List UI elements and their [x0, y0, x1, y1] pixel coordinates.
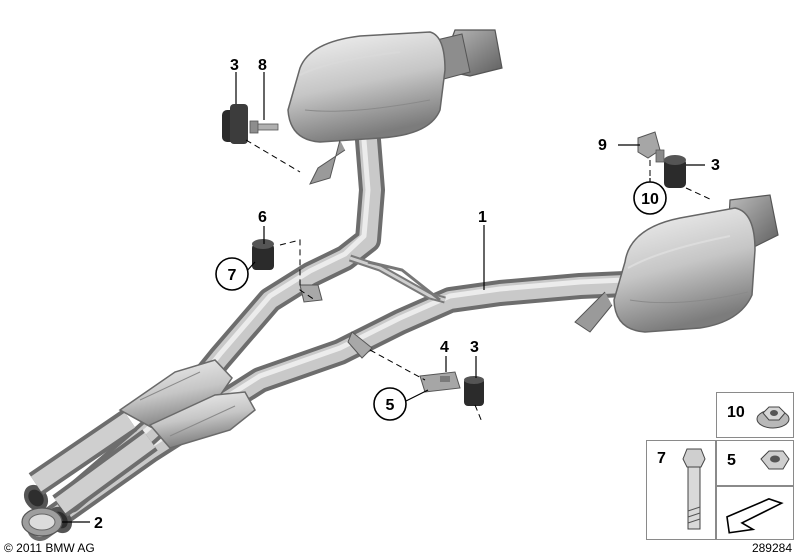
label-4: 4 [440, 339, 449, 356]
label-10-circled: 10 [633, 181, 667, 215]
label-7: 7 [228, 267, 237, 284]
label-3-lower: 3 [470, 339, 479, 356]
label-5: 5 [386, 397, 395, 414]
assembly-arrow-icon [726, 498, 784, 534]
diagram-reference-number: 289284 [751, 541, 792, 555]
pipe-assembly [23, 127, 638, 541]
bolt-8-part [249, 120, 279, 134]
clamp-part [21, 507, 63, 537]
rubber-mount-right [664, 155, 686, 188]
bracket-4-part [419, 371, 461, 393]
copyright-text: © 2011 BMW AG [4, 541, 95, 555]
label-6: 6 [258, 209, 267, 226]
legend-item-arrow [716, 486, 794, 540]
legend-item-7: 7 [646, 440, 716, 540]
rubber-mount-upper [222, 104, 248, 144]
upper-rear-muffler [287, 29, 503, 185]
label-8: 8 [258, 57, 267, 74]
hex-nut-icon: 5 [727, 450, 790, 470]
label-7-circled: 7 [215, 257, 249, 291]
nut-9-part [637, 131, 665, 163]
label-3-right: 3 [711, 157, 720, 174]
rear-muffler-right [574, 194, 779, 333]
label-3-upper: 3 [230, 57, 239, 74]
legend-item-5: 5 [716, 440, 794, 486]
center-resonators [118, 359, 256, 449]
label-2: 2 [94, 515, 103, 532]
pipe-brackets [299, 260, 441, 359]
hex-bolt-icon: 7 [657, 448, 706, 530]
rubber-mount-lower [464, 376, 484, 406]
legend-item-10: 10 [716, 392, 794, 438]
flange-nut-icon: 10 [727, 404, 790, 429]
legend-label-10: 10 [727, 404, 745, 421]
label-9: 9 [598, 137, 607, 154]
label-10: 10 [641, 191, 659, 208]
label-1: 1 [478, 209, 487, 226]
legend-label-5: 5 [727, 452, 736, 469]
label-5-circled: 5 [373, 387, 407, 421]
rubber-mount-6 [252, 239, 274, 270]
leader-lines [62, 72, 705, 523]
legend-label-7: 7 [657, 450, 666, 467]
